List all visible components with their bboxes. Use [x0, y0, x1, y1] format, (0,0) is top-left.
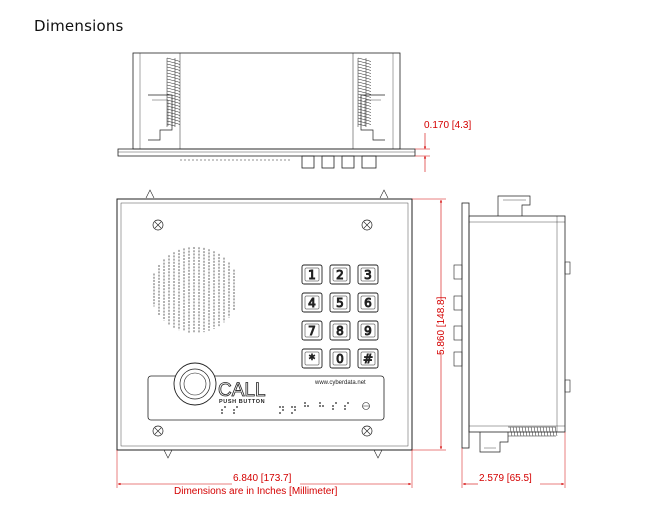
keypad-key[interactable]: 4	[301, 292, 323, 313]
push-button-label: PUSH BUTTON	[219, 399, 265, 405]
dimension-flange-thickness-label: 0.170 [4.3]	[424, 120, 471, 131]
side-view-box	[468, 215, 566, 433]
keypad-key-label: 9	[364, 324, 372, 338]
screw-icon	[361, 425, 373, 437]
screw-icon	[152, 425, 164, 437]
speaker-grille	[153, 247, 235, 333]
keypad-key-label: 5	[336, 296, 344, 310]
side-view	[453, 195, 571, 453]
page-title: Dimensions	[34, 17, 124, 35]
keypad-key[interactable]: 1	[301, 264, 323, 285]
keypad-key[interactable]: 5	[329, 292, 351, 313]
front-view: 1 2 3 4 5 6 7 8 9 * 0 #	[116, 189, 413, 459]
dimension-height-label: 5.860 [148.8]	[436, 296, 447, 355]
keypad-key[interactable]: 9	[357, 320, 379, 341]
keypad-key-label: 2	[336, 268, 344, 282]
keypad-key[interactable]: 7	[301, 320, 323, 341]
dimension-depth-label: 2.579 [65.5]	[479, 473, 532, 484]
keypad-key-label: 0	[336, 352, 344, 366]
top-view-flange	[117, 148, 416, 157]
keypad-key[interactable]: 6	[357, 292, 379, 313]
dimension-width: 6.840 [173.7]	[116, 450, 413, 488]
website-label: www.cyberdata.net	[314, 380, 366, 386]
keypad-key[interactable]: 2	[329, 264, 351, 285]
dimension-depth: 2.579 [65.5]	[461, 432, 566, 488]
call-panel	[147, 375, 385, 421]
screw-icon	[152, 219, 164, 231]
keypad-key-label: #	[363, 352, 373, 366]
keypad: 1 2 3 4 5 6 7 8 9 * 0 #	[301, 264, 379, 369]
keypad-key-label: *	[309, 352, 315, 366]
keypad-key-label: 4	[308, 296, 316, 310]
dimension-height: 5.860 [148.8]	[412, 198, 447, 451]
keypad-key[interactable]: 0	[329, 348, 351, 369]
faceplate	[116, 198, 413, 451]
top-view-box	[132, 52, 401, 150]
keypad-key-label: 7	[308, 324, 316, 338]
call-label: CALL	[218, 380, 266, 401]
keypad-key[interactable]: 3	[357, 264, 379, 285]
keypad-key-label: 8	[336, 324, 344, 338]
screw-icon	[361, 219, 373, 231]
keypad-key-label: 6	[364, 296, 372, 310]
keypad-key[interactable]: #	[357, 348, 379, 369]
keypad-key[interactable]: 8	[329, 320, 351, 341]
keypad-key-label: 3	[364, 268, 372, 282]
keypad-key[interactable]: *	[301, 348, 323, 369]
dimension-width-label: 6.840 [173.7]	[233, 473, 292, 484]
keypad-key-label: 1	[308, 268, 316, 282]
units-note: Dimensions are in Inches [Millimeter]	[174, 486, 338, 497]
top-view	[117, 52, 416, 169]
dimension-flange-thickness: 0.170 [4.3]	[415, 120, 471, 172]
